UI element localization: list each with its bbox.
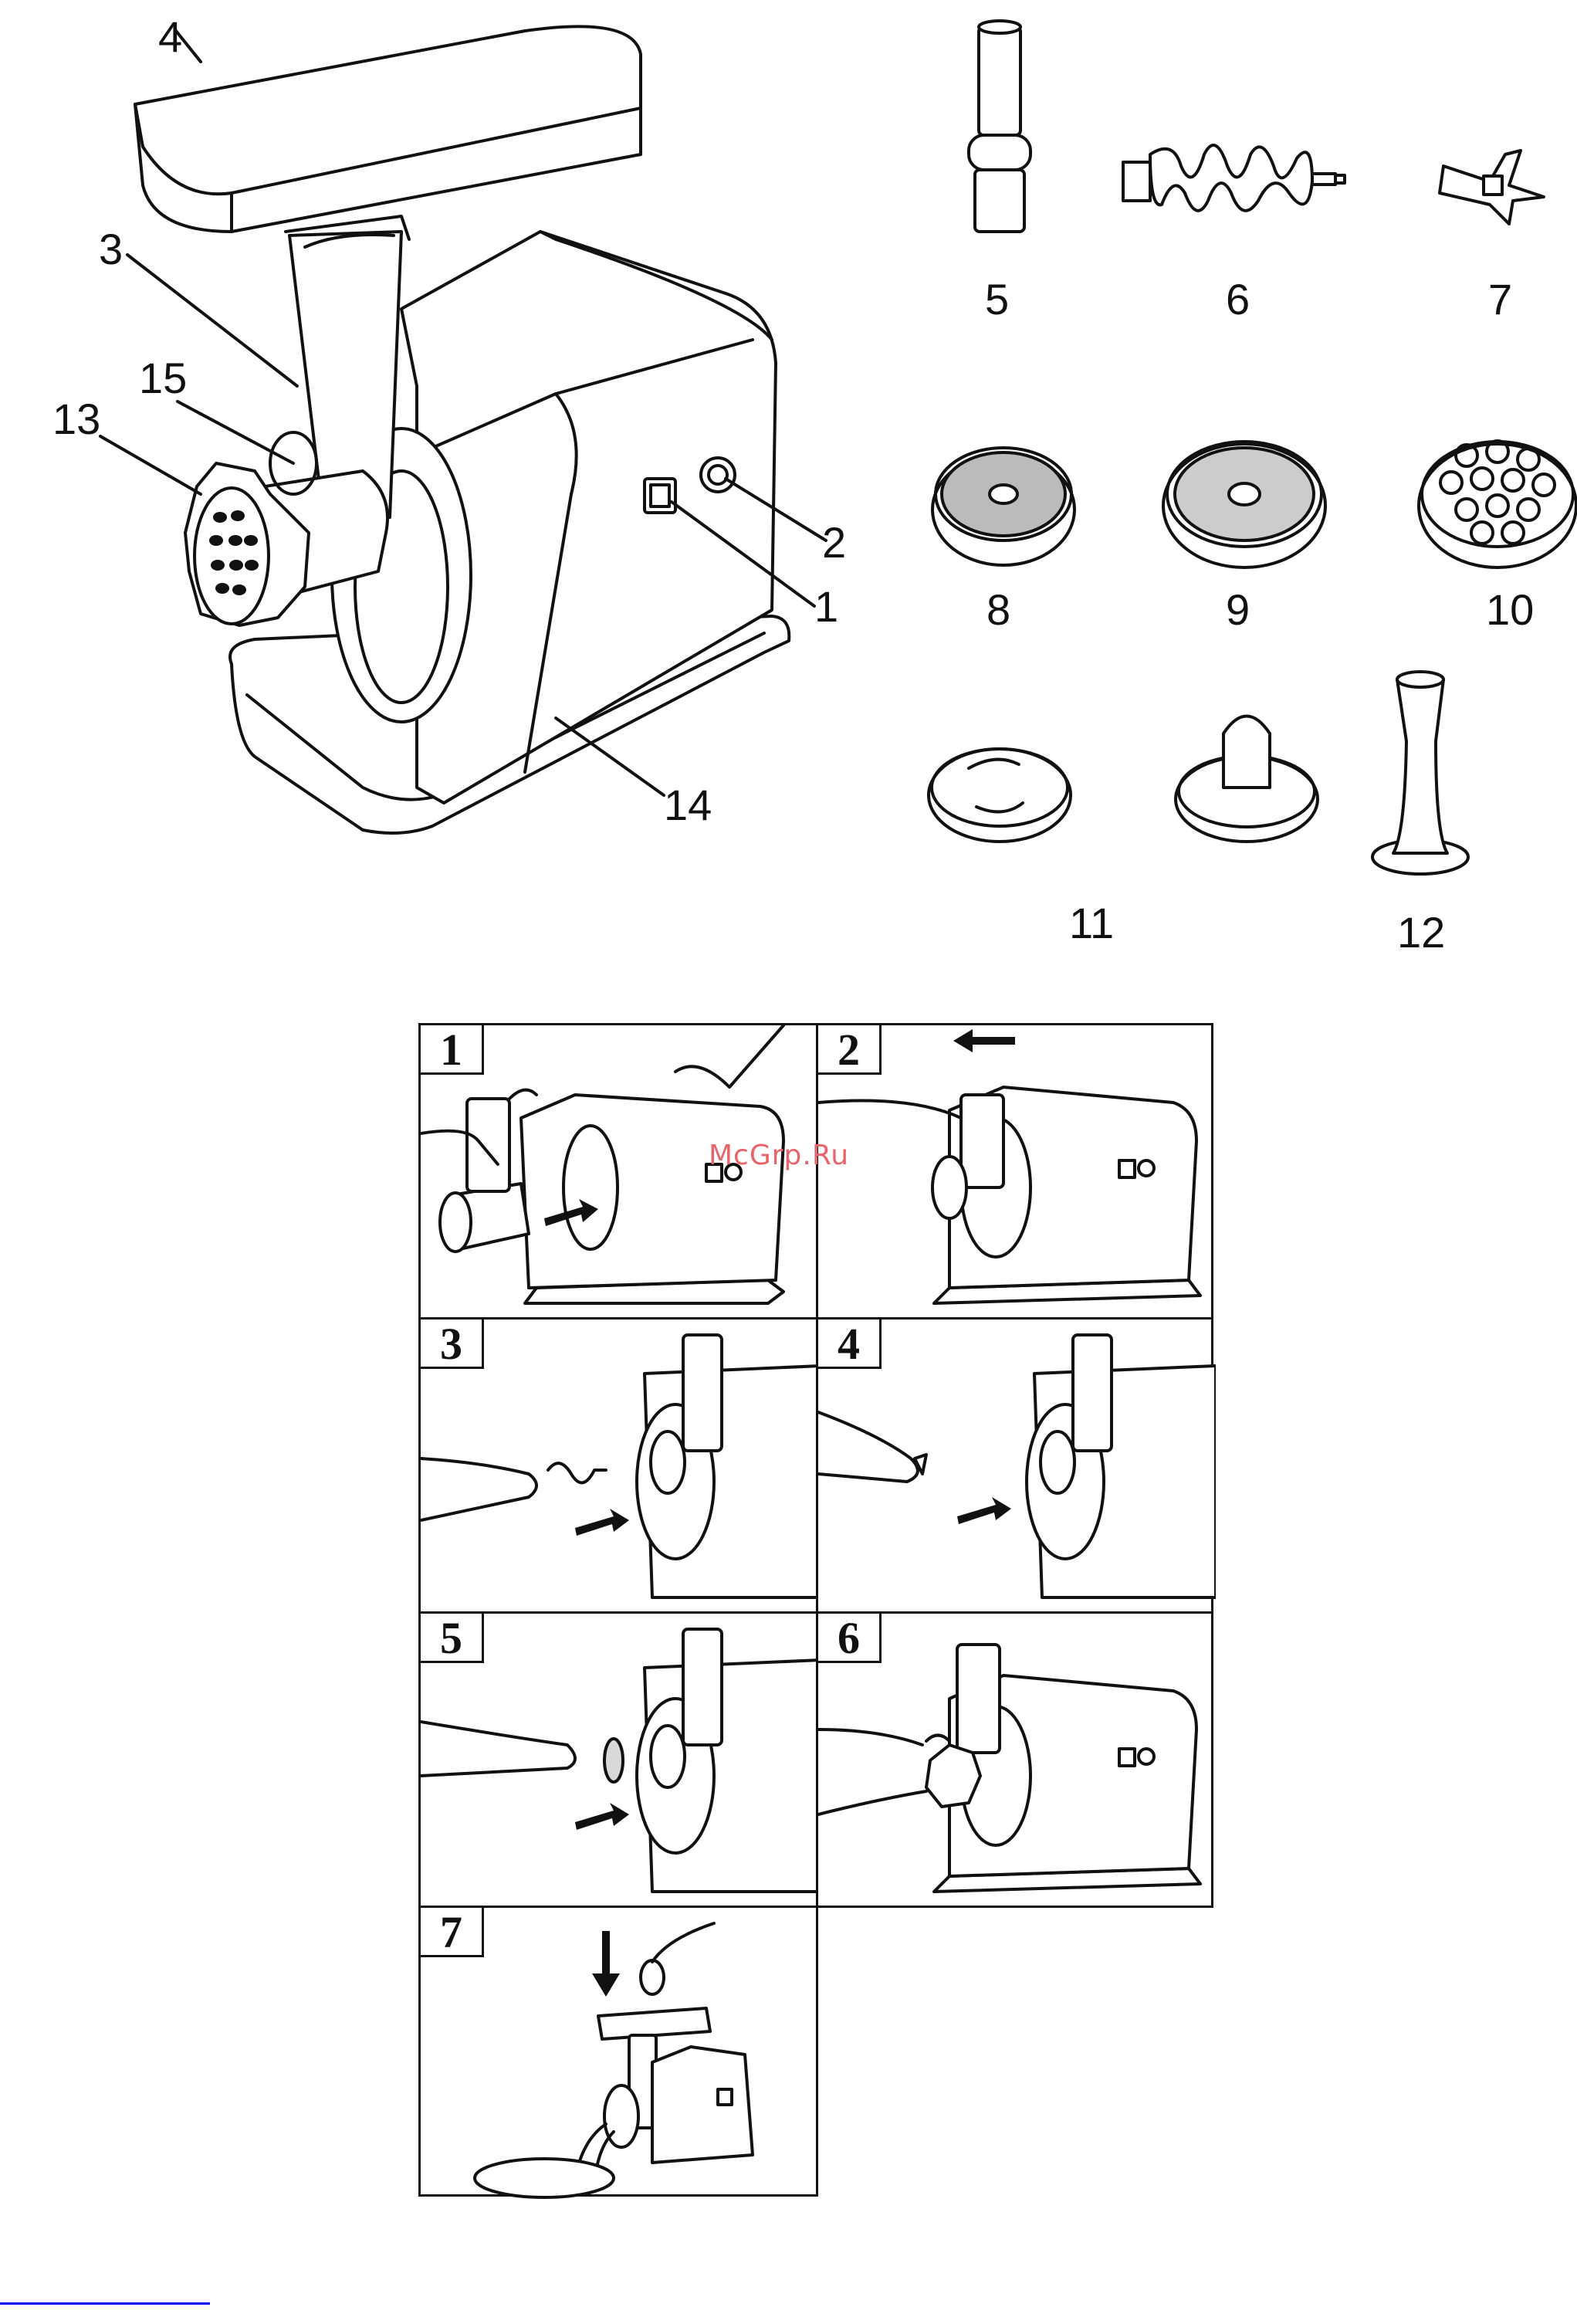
step-panel-3: 3 bbox=[418, 1317, 818, 1614]
coarse-plate-part bbox=[1419, 441, 1576, 567]
assembly-steps-grid: 1 2 3 bbox=[418, 1023, 1213, 2197]
label-kebbe-attachment: 11 bbox=[1069, 902, 1114, 945]
pusher-part bbox=[969, 21, 1030, 232]
label-coarse-plate: 10 bbox=[1486, 588, 1534, 632]
step-panel-4: 4 bbox=[816, 1317, 1213, 1614]
footer-link-underline[interactable] bbox=[0, 2302, 210, 2305]
label-fine-plate: 8 bbox=[986, 588, 1010, 632]
knife-part bbox=[1440, 151, 1544, 224]
step-panel-6: 6 bbox=[816, 1611, 1213, 1908]
medium-plate-part bbox=[1163, 442, 1325, 567]
step-panel-7: 7 bbox=[418, 1906, 818, 2197]
auger-part bbox=[1123, 145, 1345, 211]
sausage-horn-part bbox=[1372, 672, 1468, 874]
fine-plate-part bbox=[932, 448, 1074, 565]
label-knife: 7 bbox=[1488, 278, 1512, 321]
kebbe-attachment-part bbox=[929, 717, 1318, 842]
watermark: McGrp.Ru bbox=[709, 1140, 849, 1171]
label-medium-plate: 9 bbox=[1226, 588, 1250, 632]
step-panel-1: 1 bbox=[418, 1023, 818, 1320]
step-panel-2: 2 bbox=[816, 1023, 1213, 1320]
step-panel-5: 5 bbox=[418, 1611, 818, 1908]
label-sausage-horn: 12 bbox=[1397, 911, 1445, 954]
label-auger: 6 bbox=[1226, 278, 1250, 321]
parts-diagram bbox=[0, 0, 1577, 1004]
label-pusher: 5 bbox=[985, 278, 1009, 321]
